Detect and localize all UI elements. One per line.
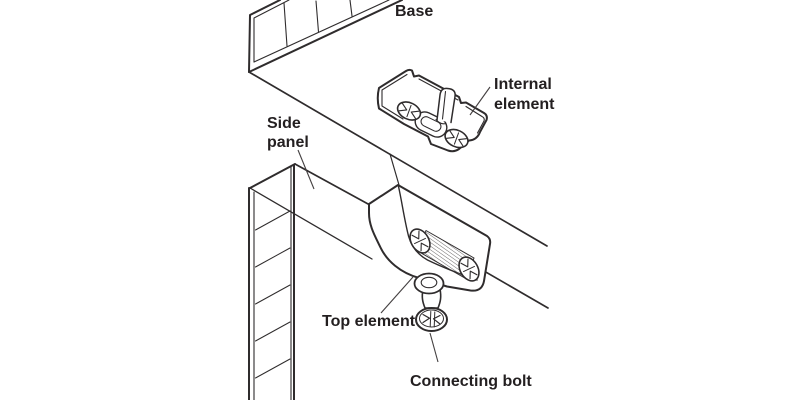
bolt-flange [413, 272, 445, 295]
base-label: Base [395, 3, 433, 20]
leader-lines [297, 86, 491, 363]
base-edge-divider [283, 2, 288, 47]
side-panel-label: panel [267, 134, 309, 151]
base-panel-drawing [248, 0, 548, 247]
top-element-screw [458, 256, 480, 282]
internal-element-clip [435, 87, 456, 125]
internal-element-leader [469, 86, 491, 116]
base-underside-front-edge [248, 71, 548, 247]
top-element-label: Top element [322, 313, 416, 330]
base-edge-divider [315, 0, 320, 33]
internal-element-screw [444, 128, 469, 149]
side-panel-drawing [248, 163, 549, 400]
labels: Base Internal element Side panel Top ele… [267, 3, 555, 390]
internal-element-label: element [494, 96, 555, 113]
top-element-leader [380, 276, 414, 314]
side-panel-hatching [255, 210, 291, 379]
top-element-drawing [368, 184, 492, 292]
side-panel-top-rear-line [249, 187, 373, 260]
connecting-bolt-label: Connecting bolt [410, 373, 532, 390]
connecting-bolt-drawing [413, 272, 448, 332]
base-bottom-edge [248, 0, 403, 73]
base-edge-outline [248, 0, 281, 73]
connecting-bolt-leader [429, 332, 439, 363]
side-panel-top-left-edge [249, 163, 296, 189]
base-edge-inner-line [253, 0, 290, 63]
bolt-flange-inner [420, 276, 438, 289]
internal-element-label: Internal [494, 76, 552, 93]
internal-element-screw [396, 101, 422, 121]
base-inner-bottom-line [253, 0, 390, 63]
base-edge-divider [349, 0, 353, 17]
base-corner-contact-line [389, 153, 400, 186]
side-panel-leader [297, 149, 315, 190]
internal-element-drawing [376, 68, 488, 153]
top-element-screw [409, 228, 431, 254]
side-panel-label: Side [267, 115, 301, 132]
bolt-head [415, 307, 448, 332]
